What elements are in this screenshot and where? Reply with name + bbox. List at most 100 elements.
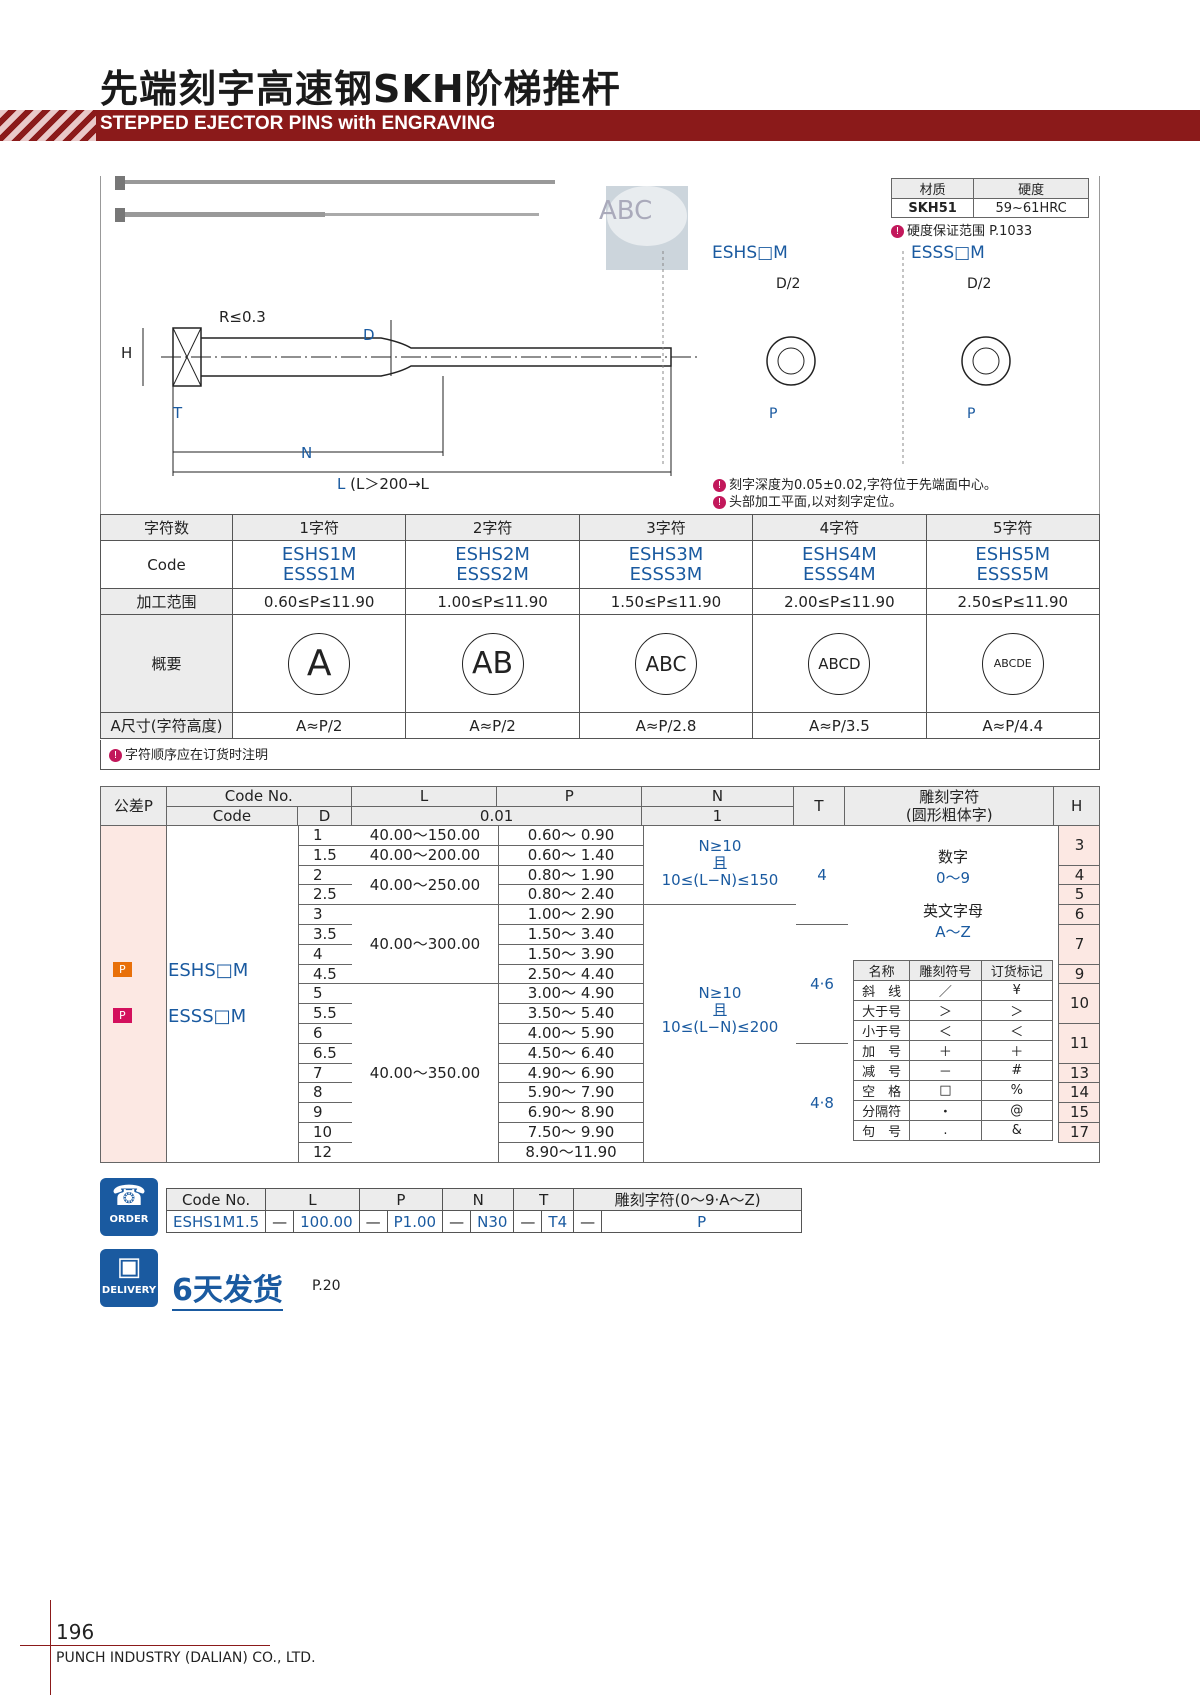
note-icon: ! [891,225,904,238]
engrave-note-2: !头部加工平面,以对刻字定位。 [713,491,902,510]
code-esss1m: ESSS1M [282,563,356,585]
code-eshs4m: ESHS4M [801,543,877,565]
eshs-diagram-label: ESHS□M [712,243,788,263]
h-cell: 9 [1058,964,1100,985]
p-label-1: P [769,406,778,422]
delivery-text: 6天发货 [172,1265,283,1311]
d-cell: 3 [298,905,352,925]
p-cell: 8.90～11.90 [498,1142,644,1163]
symbol-row: 斜 线／¥ [852,980,1054,1001]
code-eshs: ESHS□M [168,960,249,981]
note-icon: ! [713,479,726,492]
code-eshs5m: ESHS5M [975,543,1051,565]
p-label-2: P [967,406,976,422]
symbol-row: 空 格□% [852,1080,1054,1101]
d-cell: 2.5 [298,885,352,906]
h-cell: 14 [1058,1083,1100,1104]
engrave-column: 数字 0～9 英文字母 A～Z 名称雕刻符号订货标记 斜 线／¥大于号＞＞小于号… [848,826,1058,1141]
d-cell: 6.5 [298,1043,352,1064]
p-cell: 4.90～ 6.90 [498,1063,644,1084]
d-cell: 1 [298,826,352,846]
radius-label: R≤0.3 [219,308,266,326]
code-esss2m: ESSS2M [456,563,529,585]
p-cell: 5.90～ 7.90 [498,1083,644,1104]
p-cell: 0.60～ 0.90 [498,826,644,846]
p-cell: 3.00～ 4.90 [498,984,644,1005]
d-cell: 7 [298,1063,352,1084]
d-cell: 4.5 [298,964,352,985]
symbol-row: 加 号＋＋ [852,1040,1054,1061]
l-column: 40.00～150.00 40.00～200.00 40.00～250.00 4… [352,826,498,1163]
d2-label-1: D/2 [776,276,801,292]
symbol-row: 减 号－# [852,1060,1054,1081]
diagram-panel: ABC R≤0.3 H D T N L (L＞200→L ESHS□M ESSS… [100,176,1100,514]
symbol-row: 大于号＞＞ [852,1000,1054,1021]
p-cell: 1.50～ 3.40 [498,924,644,945]
p-cell: 0.80～ 2.40 [498,885,644,906]
d-cell: 4 [298,944,352,965]
order-badge: ☎ORDER [100,1178,158,1236]
h-cell: 7 [1058,924,1100,965]
h-cell: 17 [1058,1122,1100,1143]
t-column: 4 4·6 4·8 [796,826,848,1163]
d-cell: 10 [298,1122,352,1143]
h-cell: 4 [1058,865,1100,886]
tolerance-cell: P P [100,826,166,1163]
h-label: H [121,344,133,362]
outline-4: ABCD [752,614,927,713]
p-cell: 0.60～ 1.40 [498,845,644,866]
tol-badge-eshs: P [113,962,132,977]
symbol-row: 小于号＜＜ [852,1020,1054,1041]
p-cell: 3.50～ 5.40 [498,1004,644,1024]
h-cell: 6 [1058,905,1100,925]
note-icon: ! [109,749,122,762]
code-eshs2m: ESHS2M [455,543,530,565]
d-cell: 5.5 [298,1004,352,1024]
outline-2: AB [405,614,580,713]
h-cell: 10 [1058,984,1100,1024]
page-title: 先端刻字高速钢SKH阶梯推杆 [100,67,621,111]
code-esss5m: ESSS5M [976,563,1050,585]
code-esss: ESSS□M [168,1006,247,1027]
p-cell: 4.50～ 6.40 [498,1043,644,1064]
n-label: N [301,444,313,462]
title-bar [0,110,1200,141]
d-cell: 12 [298,1142,352,1163]
d-cell: 8 [298,1083,352,1104]
hardness-note: 硬度保证范围 [907,224,986,239]
l-condition: (L＞200→L [350,475,429,493]
t-label: T [173,404,183,422]
d2-label-2: D/2 [967,276,992,292]
outline-3: ABC [578,614,754,713]
code-esss4m: ESSS4M [803,563,876,585]
d-cell: 5 [298,984,352,1005]
phone-icon: ☎ [111,1179,147,1212]
d-cell: 2 [298,865,352,886]
l-label: L [337,475,346,493]
p-cell: 0.80～ 1.90 [498,865,644,886]
code-eshs3m: ESHS3M [628,543,704,565]
outline-1: A [231,614,407,713]
code-eshs1m: ESHS1M [281,543,357,565]
page-subtitle: STEPPED EJECTOR PINS with ENGRAVING [100,113,496,134]
d-cell: 1.5 [298,845,352,866]
engrave-note-1: !刻字深度为0.05±0.02,字符位于先端面中心。 [713,474,997,493]
pin-drawing [115,176,1011,476]
p-cell: 6.90～ 8.90 [498,1103,644,1123]
d-cell: 3.5 [298,924,352,945]
p-cell: 2.50～ 4.40 [498,964,644,985]
p-cell: 1.50～ 3.90 [498,944,644,965]
p-cell: 4.00～ 5.90 [498,1023,644,1044]
h-cell: 5 [1058,885,1100,906]
company-name: PUNCH INDUSTRY (DALIAN) CO., LTD. [56,1650,316,1666]
hardness-ref: P.1033 [989,224,1033,239]
order-note: !字符顺序应在订货时注明 [100,740,1100,770]
symbol-table: 名称雕刻符号订货标记 斜 线／¥大于号＞＞小于号＜＜加 号＋＋减 号－#空 格□… [852,960,1054,1141]
h-cell: 15 [1058,1103,1100,1123]
p-cell: 1.00～ 2.90 [498,905,644,925]
outline-5: ABCDE [925,614,1101,713]
